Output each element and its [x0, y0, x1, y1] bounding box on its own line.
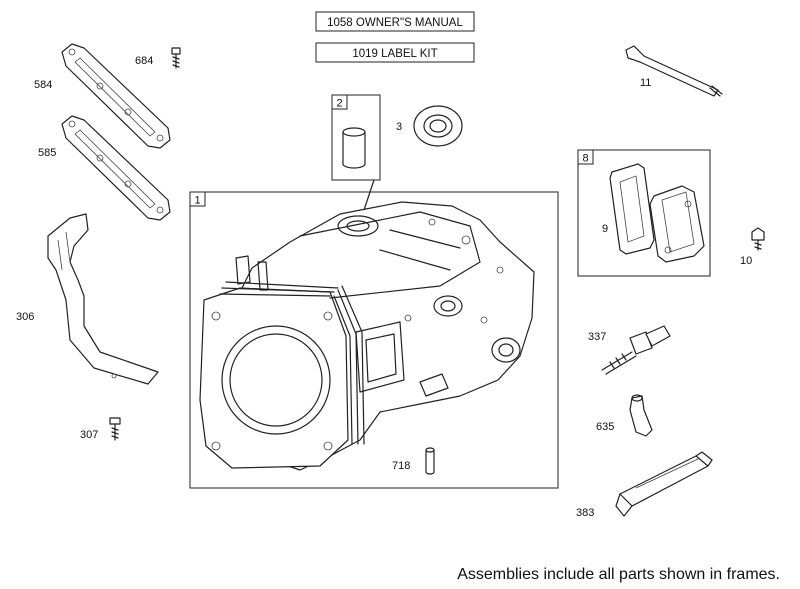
dowel-pin-718-drawing	[425, 447, 435, 475]
part-label-635: 635	[596, 421, 614, 433]
part-label-306: 306	[16, 311, 34, 323]
owners-manual-label: 1058 OWNER"S MANUAL	[327, 17, 463, 29]
label-kit: 1019 LABEL KIT	[315, 42, 475, 63]
part-label-11: 11	[640, 77, 651, 89]
breather-cover-drawing	[649, 185, 705, 263]
seal-3-drawing	[413, 105, 463, 147]
dipstick-tube-11-drawing	[625, 45, 723, 97]
part-label-10: 10	[740, 255, 752, 267]
cylinder-assembly-frame: 1	[189, 191, 559, 489]
part-label-684: 684	[135, 55, 153, 67]
gasket-584-drawing	[61, 43, 171, 149]
frame-number-1: 1	[194, 195, 200, 207]
breather-gasket-9-drawing	[609, 163, 655, 255]
gasket-585-drawing	[61, 115, 171, 221]
part-label-718: 718	[392, 460, 410, 472]
part-label-337: 337	[588, 331, 606, 343]
air-guide-306-drawing	[47, 213, 159, 385]
valve-guide-drawing	[342, 127, 366, 169]
spark-plug-337-drawing	[601, 325, 671, 375]
spark-plug-boot-635-drawing	[629, 394, 653, 437]
part-label-383: 383	[576, 507, 594, 519]
screw-684-drawing	[171, 47, 181, 69]
cylinder-block-drawing	[199, 201, 535, 471]
label-kit-label: 1019 LABEL KIT	[352, 48, 437, 60]
screw-307-drawing	[109, 417, 121, 441]
part-label-3: 3	[396, 121, 402, 133]
assemblies-footnote: Assemblies include all parts shown in fr…	[457, 566, 780, 583]
frame-number-2: 2	[336, 98, 342, 110]
part-label-9: 9	[602, 223, 608, 235]
part-label-584: 584	[34, 79, 52, 91]
wrench-383-drawing	[615, 451, 713, 517]
frame-number-8: 8	[582, 153, 588, 165]
part-label-307: 307	[80, 429, 98, 441]
screw-10-drawing	[751, 227, 765, 251]
owners-manual-kit: 1058 OWNER"S MANUAL	[315, 11, 475, 32]
guide-seal-frame: 2	[331, 94, 381, 181]
part-label-585: 585	[38, 147, 56, 159]
breather-frame: 8	[577, 149, 711, 277]
